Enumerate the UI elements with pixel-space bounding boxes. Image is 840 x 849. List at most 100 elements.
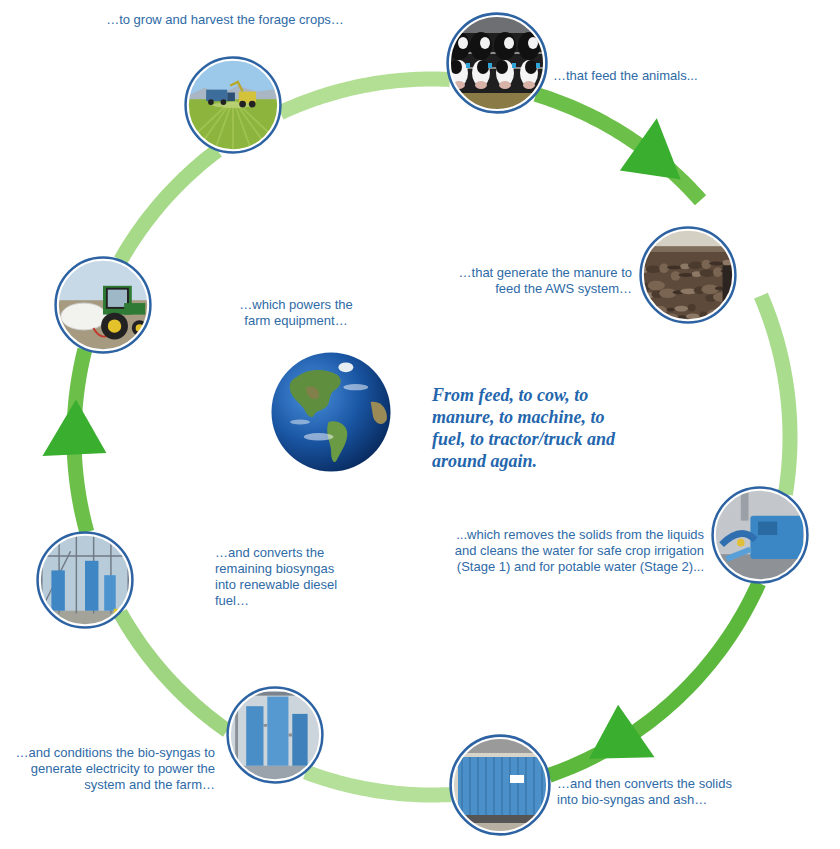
illustration-ellipse bbox=[499, 81, 511, 89]
illustration-polyline bbox=[230, 82, 242, 92]
illustration-rect bbox=[712, 487, 808, 583]
illustration-rect bbox=[750, 516, 803, 559]
illustration-rect bbox=[55, 257, 151, 353]
illustration-g bbox=[37, 532, 133, 628]
illustration-ellipse bbox=[475, 81, 487, 89]
illustration-rect bbox=[104, 575, 116, 611]
illustration-circle bbox=[269, 350, 393, 474]
illustration-line bbox=[525, 757, 527, 815]
illustration-ellipse bbox=[728, 310, 741, 316]
caption-holder: …and converts the remaining biosyngas in… bbox=[215, 545, 350, 609]
illustration-line bbox=[288, 734, 292, 737]
illustration-circle bbox=[641, 228, 736, 323]
illustration-circle bbox=[453, 738, 547, 832]
illustration-circle bbox=[448, 14, 547, 113]
photo-illustration bbox=[640, 227, 736, 323]
illustration-ellipse bbox=[646, 308, 654, 316]
illustration-rect bbox=[741, 492, 749, 521]
illustration-circle bbox=[56, 258, 151, 353]
illustration-rect bbox=[37, 532, 133, 628]
illustration-circle bbox=[108, 319, 121, 332]
illustration-ellipse bbox=[701, 260, 711, 270]
illustration-circle bbox=[451, 736, 550, 835]
photo-circle: …and then converts the solids into bio-s… bbox=[450, 735, 550, 835]
illustration-path bbox=[290, 370, 341, 417]
caption-holder: ...which removes the solids from the liq… bbox=[442, 527, 704, 575]
illustration-ellipse bbox=[713, 267, 723, 277]
illustration-g bbox=[712, 487, 808, 583]
caption-holder: …that feed the animals... bbox=[553, 68, 773, 84]
photo-circle: …that feed the animals... bbox=[447, 13, 547, 113]
illustration-line bbox=[485, 757, 487, 815]
illustration-circle bbox=[713, 488, 808, 583]
caption-holder: …and conditions the bio-syngas to genera… bbox=[15, 745, 215, 793]
illustration-ellipse bbox=[636, 252, 644, 256]
illustration-rect bbox=[488, 63, 492, 68]
illustration-ellipse bbox=[659, 263, 669, 273]
illustration-line bbox=[263, 724, 267, 727]
photo-circle: …and converts the remaining biosyngas in… bbox=[37, 532, 133, 628]
illustration-g bbox=[227, 687, 323, 783]
illustration-rect bbox=[758, 522, 777, 535]
illustration-ellipse bbox=[646, 265, 661, 273]
illustration-path bbox=[306, 387, 319, 400]
illustration-line bbox=[501, 757, 503, 815]
cycle-arrow bbox=[121, 150, 218, 260]
photo-illustration bbox=[185, 57, 281, 153]
illustration-ellipse bbox=[525, 60, 537, 74]
photo-illustration bbox=[37, 532, 133, 628]
illustration-g bbox=[447, 13, 547, 113]
caption-text: …which powers the farm equipment… bbox=[226, 297, 366, 329]
illustration-rect bbox=[85, 561, 98, 611]
illustration-rect bbox=[185, 57, 281, 153]
illustration-circle bbox=[249, 101, 256, 108]
illustration-circle bbox=[58, 260, 149, 351]
ring-segment bbox=[536, 94, 701, 200]
globe-circle: From feed, to cow, to manure, to machine… bbox=[269, 350, 393, 474]
illustration-ellipse bbox=[458, 37, 468, 49]
cycle-arrow bbox=[536, 94, 701, 200]
illustration-circle bbox=[228, 688, 323, 783]
cycle-arrow bbox=[761, 296, 790, 495]
cycle-arrow bbox=[549, 583, 759, 775]
illustration-g bbox=[175, 57, 290, 153]
illustration-ellipse bbox=[667, 265, 682, 269]
illustration-rect bbox=[227, 93, 235, 102]
illustration-circle bbox=[450, 16, 544, 110]
illustration-rect bbox=[51, 570, 64, 610]
photo-circle: ...which removes the solids from the liq… bbox=[712, 487, 808, 583]
illustration-line bbox=[533, 757, 535, 815]
photo-illustration bbox=[227, 687, 323, 783]
illustration-circle bbox=[737, 539, 745, 547]
illustration-ellipse bbox=[494, 32, 516, 60]
illustration-line bbox=[461, 757, 463, 815]
illustration-circle bbox=[188, 60, 279, 151]
illustration-path bbox=[371, 402, 387, 424]
illustration-ellipse bbox=[504, 37, 514, 49]
illustration-rect bbox=[640, 227, 736, 323]
illustration-ellipse bbox=[343, 384, 368, 390]
ring-segment bbox=[280, 79, 449, 113]
illustration-rect bbox=[124, 303, 145, 315]
illustration-circle bbox=[101, 313, 128, 340]
ring-segment bbox=[761, 296, 790, 495]
illustration-ellipse bbox=[523, 81, 535, 89]
ring-segment bbox=[306, 772, 451, 795]
illustration-rect bbox=[447, 13, 547, 113]
illustration-ellipse bbox=[678, 273, 693, 277]
illustration-circle bbox=[643, 230, 734, 321]
illustration-ellipse bbox=[338, 362, 353, 372]
illustration-rect bbox=[227, 692, 323, 696]
ring-segment bbox=[121, 150, 218, 260]
motto-text: From feed, to cow, to manure, to machine… bbox=[432, 384, 622, 472]
illustration-rect bbox=[185, 99, 281, 153]
illustration-g bbox=[636, 227, 742, 323]
illustration-rect bbox=[450, 735, 550, 835]
illustration-rect bbox=[510, 775, 524, 783]
caption-holder: …to grow and harvest the forage crops… bbox=[85, 12, 365, 28]
illustration-circle bbox=[239, 101, 246, 108]
illustration-circle bbox=[230, 690, 321, 781]
illustration-ellipse bbox=[304, 433, 334, 440]
